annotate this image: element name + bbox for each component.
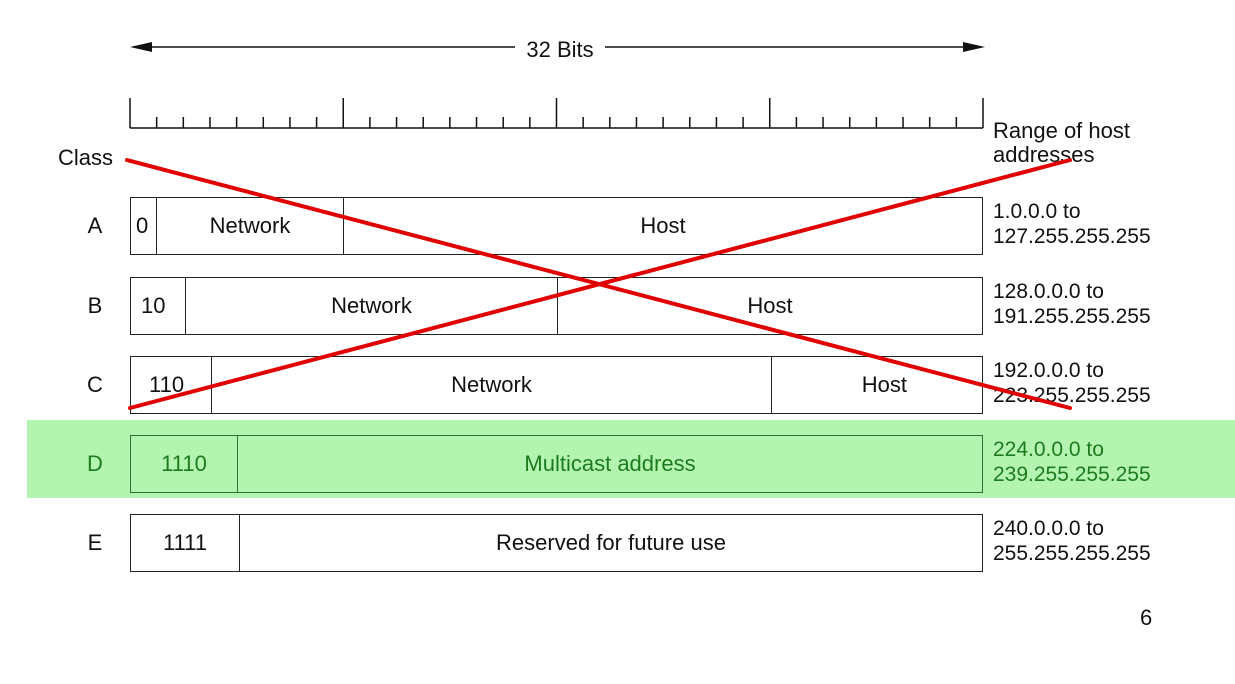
range-e: 240.0.0.0 to 255.255.255.255 [993,516,1151,566]
address-format-e: 1111 Reserved for future use [130,514,983,572]
prefix-b: 10 [131,278,186,334]
host-field-b: Host [747,293,793,318]
class-label-b: B [87,293,103,318]
address-format-c: 110 Network Host [130,356,983,414]
range-e-start: 240.0.0.0 to [993,517,1104,540]
class-header: Class [58,145,114,170]
address-format-b: 10 Network Host [130,277,983,335]
host-field-a: Host [640,213,686,238]
arrow-left-head [130,42,152,52]
range-a: 1.0.0.0 to 127.255.255.255 [993,199,1151,249]
bit-width-label: 32 Bits [515,35,605,65]
class-row-a: A 0 Network Host 1.0.0.0 to 127.255.255.… [0,197,1235,255]
ruler-ticks [129,98,984,128]
class-row-d: D 1110 Multicast address 224.0.0.0 to 23… [0,435,1235,493]
class-label-d: D [87,451,103,476]
prefix-a: 0 [131,198,157,254]
range-c-end: 223.255.255.255 [993,384,1151,407]
address-format-a: 0 Network Host [130,197,983,255]
range-a-end: 127.255.255.255 [993,225,1151,248]
network-field-c: Network [212,357,772,413]
page-number: 6 [1140,605,1153,630]
range-b-end: 191.255.255.255 [993,305,1151,328]
multicast-field-d: Multicast address [524,451,696,476]
range-d: 224.0.0.0 to 239.255.255.255 [993,437,1151,487]
class-row-e: E 1111 Reserved for future use 240.0.0.0… [0,514,1235,572]
range-e-end: 255.255.255.255 [993,542,1151,565]
class-row-c: C 110 Network Host 192.0.0.0 to 223.255.… [0,356,1235,414]
class-label-e: E [87,530,103,555]
prefix-e: 1111 [131,515,240,571]
class-row-b: B 10 Network Host 128.0.0.0 to 191.255.2… [0,277,1235,335]
cross-out-line-2 [128,158,1072,410]
range-a-start: 1.0.0.0 to [993,200,1081,223]
range-c-start: 192.0.0.0 to [993,359,1104,382]
range-header: Range of host addresses [993,119,1130,167]
reserved-field-e: Reserved for future use [496,530,726,555]
range-b-start: 128.0.0.0 to [993,280,1104,303]
host-field-c: Host [861,372,907,397]
range-d-end: 239.255.255.255 [993,463,1151,486]
range-d-start: 224.0.0.0 to [993,438,1104,461]
class-label-a: A [87,213,103,238]
range-c: 192.0.0.0 to 223.255.255.255 [993,358,1151,408]
arrow-right-head [963,42,985,52]
class-label-c: C [87,372,103,397]
network-field-b: Network [186,278,558,334]
address-format-d: 1110 Multicast address [130,435,983,493]
prefix-d: 1110 [131,436,238,492]
range-b: 128.0.0.0 to 191.255.255.255 [993,279,1151,329]
range-header-line-1: Range of host [993,118,1130,143]
range-header-line-2: addresses [993,142,1095,167]
network-field-a: Network [157,198,344,254]
